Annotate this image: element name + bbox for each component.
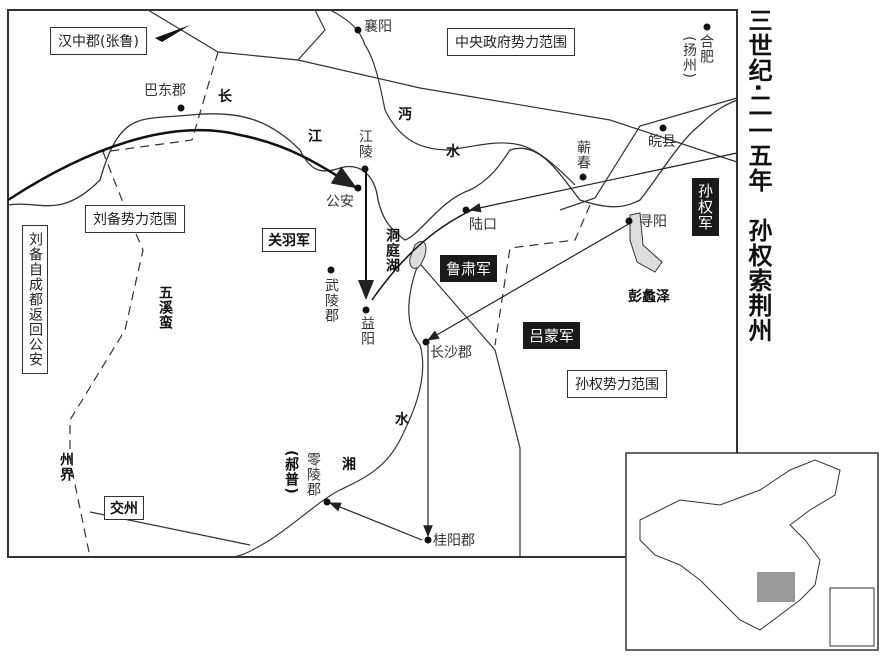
place-xiangyang: 襄阳 xyxy=(364,19,392,35)
label-zhoujie: 州界 xyxy=(58,452,74,482)
boundary-central xyxy=(147,9,738,163)
place-changsha: 长沙郡 xyxy=(430,345,472,361)
dot-guiyang xyxy=(424,536,432,544)
army-label-lusu: 鲁肃军 xyxy=(440,255,498,282)
place-lingling: 零陵郡 xyxy=(305,452,321,497)
region-label-liubei: 刘备势力范围 xyxy=(85,205,185,233)
route-guanyu-2 xyxy=(371,209,473,301)
place-qichun: 蕲春 xyxy=(575,140,591,170)
pointer-hanzhong xyxy=(155,25,190,42)
dot-wanxian xyxy=(659,124,667,132)
river-xiang xyxy=(229,247,426,558)
river-yangtze xyxy=(7,99,738,241)
river-mian xyxy=(329,9,576,186)
route-sunquan xyxy=(468,152,738,213)
place-guiyang: 桂阳郡 xyxy=(433,533,475,549)
boundary-sunquan-north xyxy=(559,97,738,211)
boundary-dashed-1 xyxy=(69,51,219,558)
map-frame xyxy=(7,9,738,558)
dot-changsha xyxy=(422,338,430,346)
dot-wuling xyxy=(327,266,335,274)
place-yangzhou: (扬州) xyxy=(681,36,697,79)
city-dots xyxy=(177,23,711,544)
region-label-sunquan: 孙权势力范围 xyxy=(567,370,667,398)
boundary-liubei-sunquan xyxy=(414,257,521,557)
place-hefei: 合肥 xyxy=(698,34,714,64)
water-xiang-shui: 水 xyxy=(395,412,409,428)
water-jiang: 江 xyxy=(308,129,322,145)
dot-badong xyxy=(177,104,185,112)
army-label-sunquan: 孙权军 xyxy=(692,178,719,236)
dot-yiyang xyxy=(362,306,370,314)
dot-lukou xyxy=(462,206,470,214)
region-label-jiaozhou: 交州 xyxy=(104,496,144,520)
water-xiang: 湘 xyxy=(342,457,356,473)
dot-xunyang xyxy=(625,217,633,225)
place-yiyang: 益阳 xyxy=(359,316,375,346)
dot-gongan xyxy=(354,184,362,192)
dot-jiangling xyxy=(361,165,369,173)
water-pengli: 彭蠡泽 xyxy=(628,289,670,305)
inset-south-sea-box xyxy=(829,587,875,647)
water-mian: 沔 xyxy=(398,107,412,123)
region-label-wuximan: 五溪蛮 xyxy=(157,285,173,330)
route-guiyang-lingling xyxy=(328,502,423,541)
inset-highlight xyxy=(757,572,795,602)
place-lukou: 陆口 xyxy=(469,217,497,233)
dot-hefei xyxy=(703,23,711,31)
place-jiangling: 江陵 xyxy=(357,129,373,159)
region-label-central: 中央政府势力范围 xyxy=(447,28,575,56)
water-dongting: 洞庭湖 xyxy=(384,228,400,273)
route-lvmeng xyxy=(426,221,633,341)
place-xunyang: 寻阳 xyxy=(639,214,667,230)
army-label-liubei-return: 刘备自成都返回公安 xyxy=(22,225,48,374)
place-haopu: (郝普) xyxy=(283,450,299,495)
place-wanxian: 皖县 xyxy=(648,134,676,150)
boundary-central-2 xyxy=(297,9,326,61)
army-label-guanyu: 关羽军 xyxy=(262,228,316,252)
place-badong: 巴东郡 xyxy=(144,83,186,99)
place-gongan: 公安 xyxy=(326,194,354,210)
lake-pengli xyxy=(629,212,663,273)
dot-qichun xyxy=(579,173,587,181)
water-shui: 水 xyxy=(446,144,460,160)
army-label-lvmeng: 吕蒙军 xyxy=(523,322,581,349)
region-label-hanzhong: 汉中郡(张鲁) xyxy=(50,27,147,55)
dot-lingling xyxy=(323,498,331,506)
place-wuling: 武陵郡 xyxy=(323,278,339,323)
water-chang: 长 xyxy=(218,89,232,105)
route-liubei xyxy=(7,129,358,202)
map-title: 三世纪·二一五年 孙权索荆州 xyxy=(744,8,772,344)
dot-xiangyang xyxy=(354,26,362,34)
